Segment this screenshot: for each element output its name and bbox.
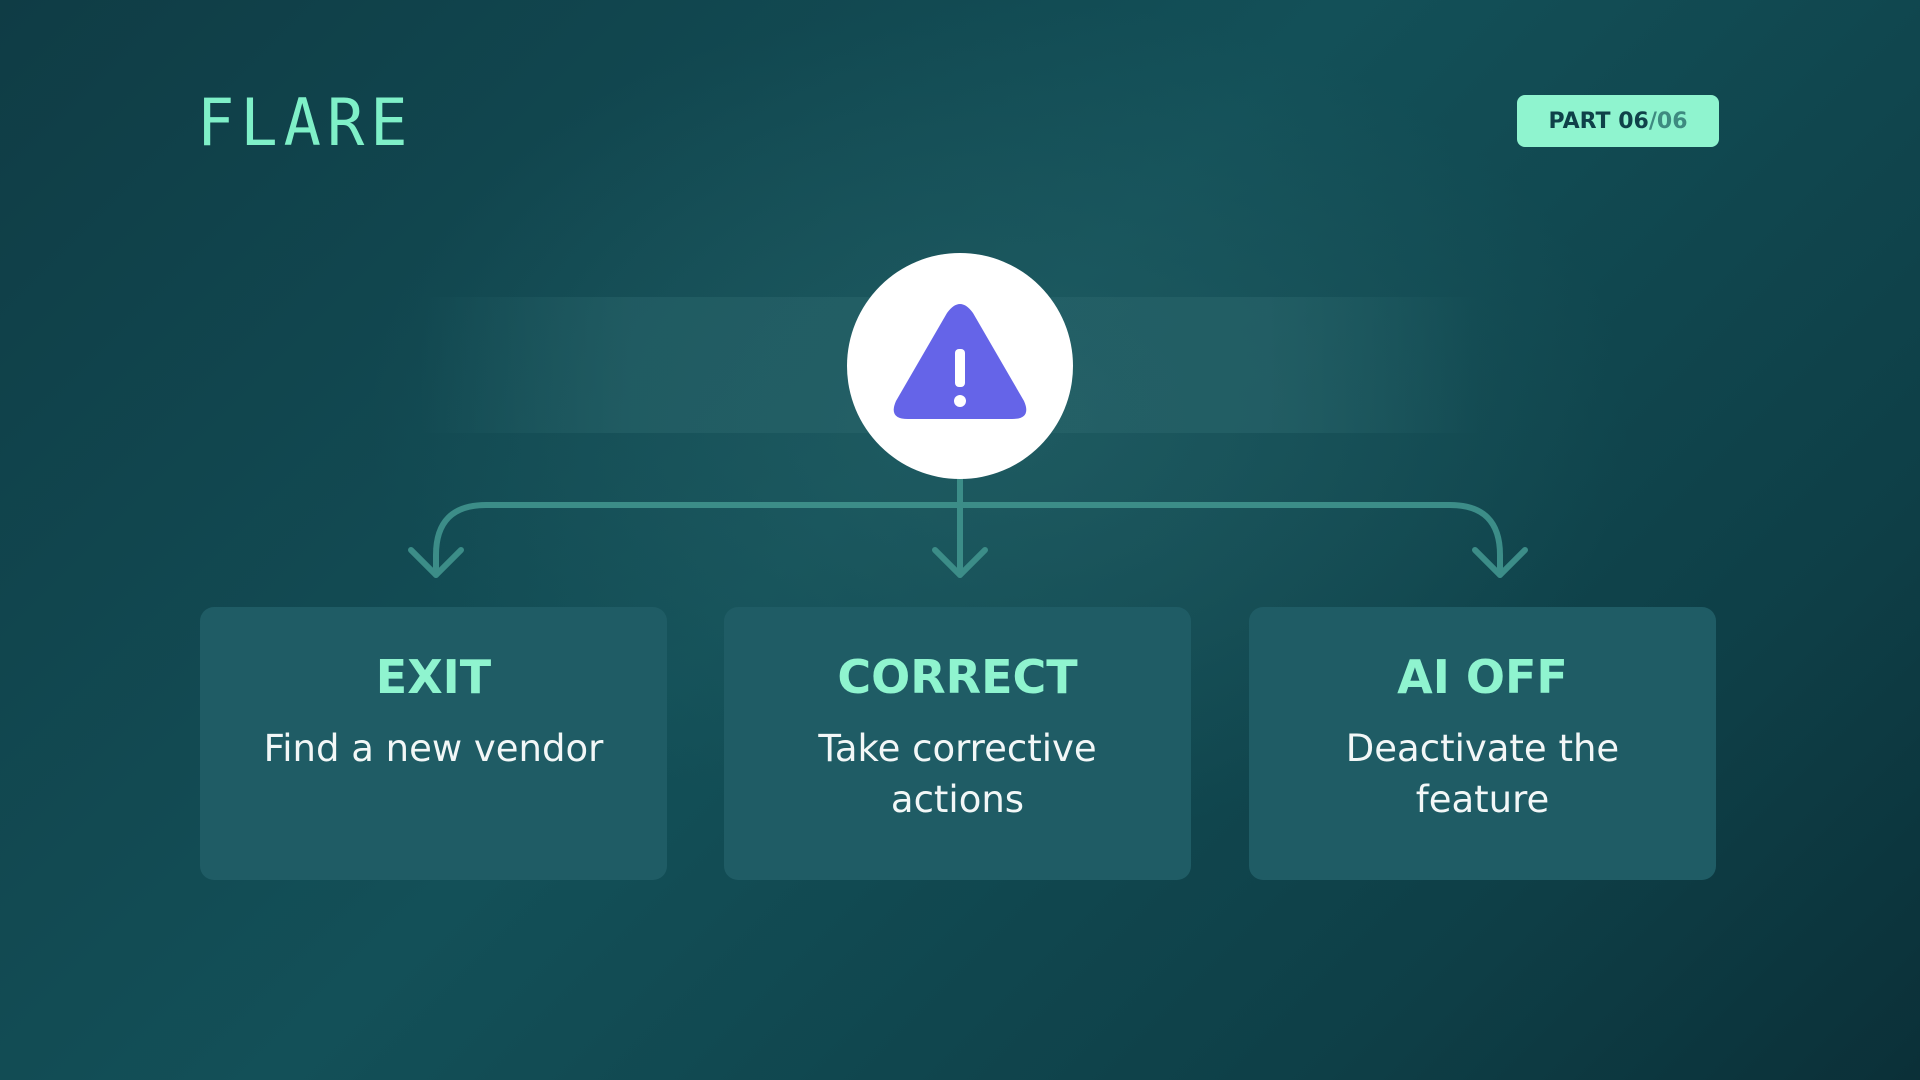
option-title: EXIT [375, 650, 492, 704]
part-total: 06 [1656, 108, 1688, 134]
alert-circle [847, 253, 1073, 479]
option-card-exit: EXIT Find a new vendor [200, 607, 667, 880]
part-badge: PART 06/06 [1517, 95, 1719, 147]
arrow-left-head [408, 547, 464, 578]
arrow-right-head [1472, 547, 1528, 578]
connector-right-branch [957, 502, 1503, 578]
option-card-correct: CORRECT Take corrective actions [724, 607, 1191, 880]
arrow-center-head [932, 547, 988, 578]
option-title: AI OFF [1397, 650, 1568, 704]
option-card-ai-off: AI OFF Deactivate the feature [1249, 607, 1716, 880]
option-description: Take corrective actions [818, 727, 1097, 821]
option-description: Deactivate the feature [1345, 727, 1620, 821]
part-separator: / [1648, 108, 1657, 134]
flare-logo: FLARE [197, 84, 414, 161]
connector-left-branch [433, 502, 963, 578]
part-current: PART 06 [1548, 108, 1649, 134]
option-description: Find a new vendor [263, 727, 604, 770]
warning-triangle-icon [893, 304, 1027, 419]
option-title: CORRECT [837, 650, 1078, 704]
